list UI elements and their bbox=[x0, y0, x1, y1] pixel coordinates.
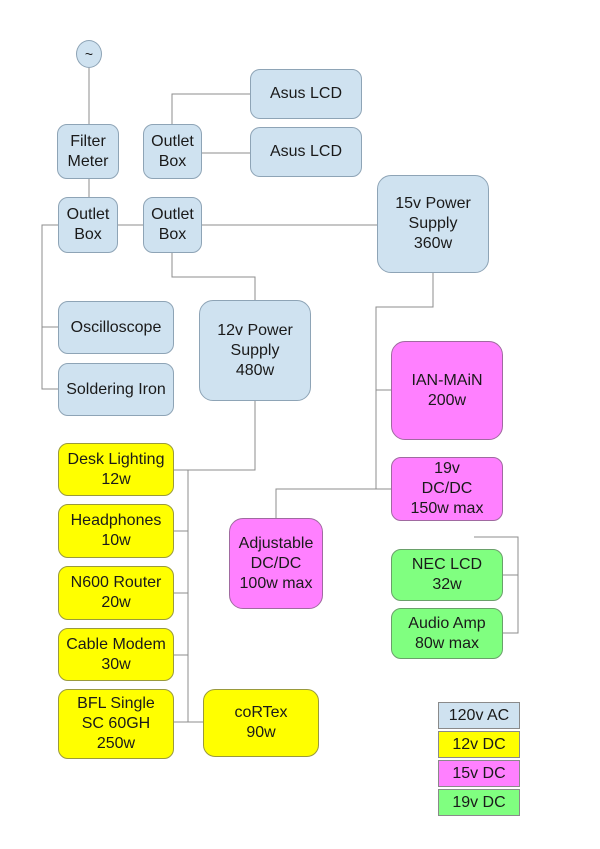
psu-12v-box: 12v Power Supply 480w bbox=[199, 300, 311, 401]
asus-lcd-box-2: Asus LCD bbox=[250, 127, 362, 177]
asus-lcd-box-1: Asus LCD bbox=[250, 69, 362, 119]
psu-15v-box: 15v Power Supply 360w bbox=[377, 175, 489, 273]
cable-modem-box: Cable Modem 30w bbox=[58, 628, 174, 681]
legend-19v-dc: 19v DC bbox=[438, 789, 520, 816]
adjustable-dcdc-box: Adjustable DC/DC 100w max bbox=[229, 518, 323, 609]
ac-source-icon: ~ bbox=[76, 40, 102, 68]
legend-120v-ac: 120v AC bbox=[438, 702, 520, 729]
bfl-single-box: BFL Single SC 60GH 250w bbox=[58, 689, 174, 759]
audio-amp-box: Audio Amp 80w max bbox=[391, 608, 503, 659]
cortex-box: coRTex 90w bbox=[203, 689, 319, 757]
headphones-box: Headphones 10w bbox=[58, 504, 174, 558]
soldering-iron-box: Soldering Iron bbox=[58, 363, 174, 416]
dcdc-19v-box: 19v DC/DC 150w max bbox=[391, 457, 503, 521]
oscilloscope-box: Oscilloscope bbox=[58, 301, 174, 354]
ian-main-box: IAN-MAiN 200w bbox=[391, 341, 503, 440]
legend-12v-dc: 12v DC bbox=[438, 731, 520, 758]
outlet-box-bench: Outlet Box bbox=[58, 197, 118, 253]
n600-router-box: N600 Router 20w bbox=[58, 566, 174, 620]
legend-15v-dc: 15v DC bbox=[438, 760, 520, 787]
nec-lcd-box: NEC LCD 32w bbox=[391, 549, 503, 601]
desk-lighting-box: Desk Lighting 12w bbox=[58, 443, 174, 496]
outlet-box-asus: Outlet Box bbox=[143, 124, 202, 179]
filter-meter-box: Filter Meter bbox=[57, 124, 119, 179]
outlet-box-psu: Outlet Box bbox=[143, 197, 202, 253]
